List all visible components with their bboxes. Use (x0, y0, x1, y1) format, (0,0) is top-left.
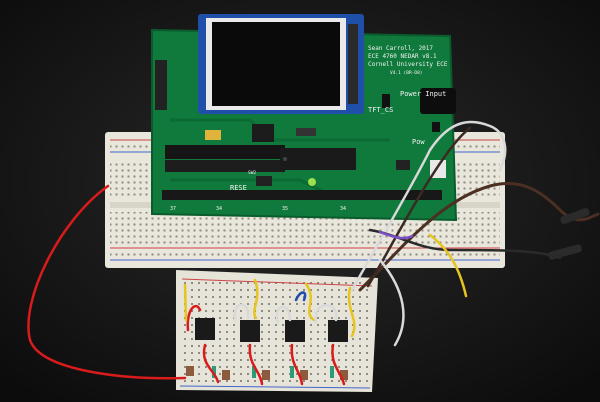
tft-display (198, 14, 364, 114)
op-amp-chip (240, 320, 260, 342)
dip-ic-chip (280, 148, 356, 170)
reset-label: RESE (230, 184, 247, 192)
op-amp-chip (328, 320, 348, 342)
pin-label-4: 34 (340, 206, 346, 212)
pin-label-1: 37 (170, 206, 176, 212)
pin-header-bottom (162, 190, 442, 200)
reset-switch (256, 176, 272, 186)
female-header-strip (165, 145, 285, 159)
pin-label-3: 35 (282, 206, 288, 212)
side-header (155, 60, 167, 110)
tft-cs-label: TFT_CS (368, 106, 393, 114)
yellow-wire (428, 233, 468, 298)
sw-label: SW2 (248, 170, 256, 176)
led (308, 178, 316, 186)
tft-screen (212, 22, 340, 106)
capacitor (205, 130, 221, 140)
credit-line-2: ECE 4760 NEDAR v8.1 (368, 53, 437, 60)
purple-wire (378, 230, 414, 240)
resistor (186, 366, 194, 376)
button-component (296, 128, 316, 136)
long-wires (27, 120, 600, 380)
red-wire (27, 184, 187, 380)
small-breadboard (176, 270, 378, 392)
credit-line-1: Sean Carroll, 2017 (368, 45, 433, 52)
power-input-label: Power Input (400, 90, 446, 98)
credit-line-4: V4.1 (BR-D8) (390, 70, 423, 76)
credit-line-3: Cornell University ECE (368, 61, 448, 68)
small-ic-chip (252, 124, 274, 142)
op-amp-chip (285, 320, 305, 342)
op-amp-chip (195, 318, 215, 340)
power-jack (420, 88, 456, 114)
jumper-wires (183, 278, 356, 386)
pow-label: Pow (412, 138, 425, 146)
jumper (382, 94, 390, 108)
probe-tips (548, 207, 590, 260)
pin-label-2: 34 (216, 206, 222, 212)
